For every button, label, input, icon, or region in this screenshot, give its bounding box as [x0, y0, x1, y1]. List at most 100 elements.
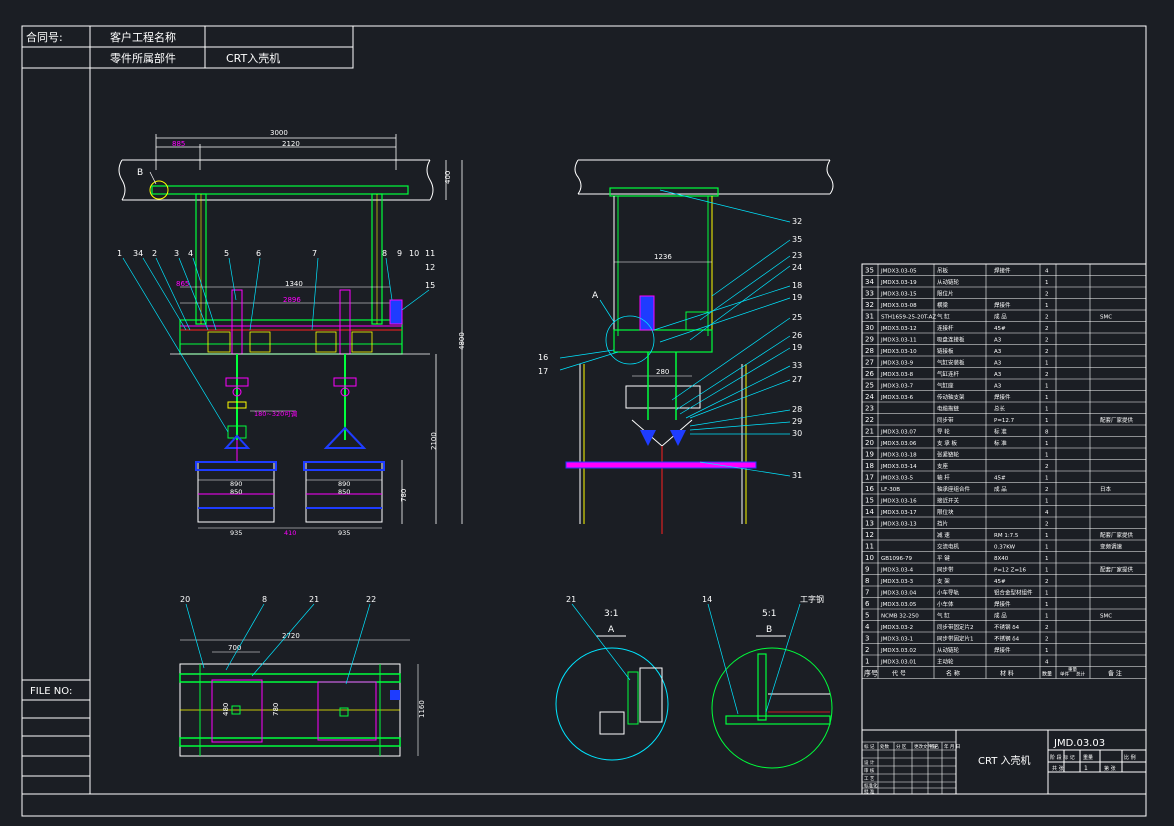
balloon-side-24: 24 [792, 263, 802, 272]
balloon-front-3: 3 [174, 249, 179, 258]
bom-cell-no: 10 [865, 554, 874, 562]
stage-label: 阶 段 标 记 [1050, 754, 1075, 761]
bom-cell-code: JMDX3.03-1 [880, 637, 913, 643]
bom-cell-code: JMDX3.03.04 [880, 591, 917, 597]
title-block-label: 标准化 [864, 782, 878, 789]
marker-b: B [137, 168, 143, 178]
bom-cell-qty: 1 [1045, 602, 1049, 608]
bom-cell-name: 电缆拖链 [937, 405, 960, 413]
bom-cell-name: 同步带固定片1 [937, 635, 974, 643]
bom-cell-spec: 焊接件 [994, 600, 1011, 608]
bom-cell-spec: 成 品 [994, 485, 1007, 493]
bom-cell-code: JMDX3.03-08 [880, 303, 917, 309]
bom-cell-spec: RM 1:7.5 [994, 533, 1019, 539]
bom-cell-no: 25 [865, 382, 874, 390]
bom-cell-code: JMDX3.03-14 [880, 464, 917, 470]
bom-cell-no: 33 [865, 290, 874, 298]
bom-cell-no: 12 [865, 531, 874, 539]
dim-stroke: 180~320可调 [254, 409, 297, 418]
balloon-plan-21: 21 [309, 595, 319, 604]
bom-cell-note: 日本 [1100, 485, 1112, 493]
bom-cell-code: GB1096-79 [881, 556, 913, 562]
bom-header-name: 名 称 [946, 670, 960, 678]
bom-cell-code: JMDX3.03.05 [880, 602, 917, 608]
dim-w2: 850 [230, 488, 242, 496]
bom-cell-qty: 2 [1045, 579, 1049, 585]
balloon-front-11: 11 [425, 249, 435, 258]
dim-overall: 3000 [270, 129, 288, 137]
dim-w4: 850 [338, 488, 350, 496]
dim-plan-d1: 780 [272, 703, 280, 716]
bom-cell-spec: A3 [994, 372, 1002, 378]
balloon-plan-22: 22 [366, 595, 376, 604]
dim-frame-h: 780 [400, 489, 408, 502]
balloon-side-29: 29 [792, 417, 802, 426]
bom-cell-name: 支座 [937, 462, 949, 470]
weight-label: 重量 [1083, 754, 1093, 761]
bom-cell-code: JMDX3.03-9 [880, 361, 914, 367]
title-text: CRT 入壳机 [978, 754, 1031, 767]
bom-cell-name: 交流电机 [937, 543, 960, 551]
part-label: 零件所属部件 [110, 51, 176, 65]
balloon-side-28: 28 [792, 405, 802, 414]
bom-cell-qty: 1 [1045, 453, 1049, 459]
bom-cell-code: LF-30B [881, 487, 900, 493]
balloon-side-33: 33 [792, 361, 802, 370]
qty-value: 1 [1084, 765, 1088, 772]
title-block-label: 设 计 [864, 759, 875, 766]
balloon-plan-8: 8 [262, 595, 267, 604]
bom-cell-no: 18 [865, 462, 874, 470]
bom-cell-spec: 0.37KW [994, 545, 1016, 551]
bom-cell-qty: 1 [1045, 533, 1049, 539]
bom-cell-code: JMDX3.03.07 [880, 430, 917, 436]
part-value: CRT入壳机 [226, 51, 280, 65]
bom-cell-no: 6 [865, 600, 870, 608]
bom-cell-qty: 2 [1045, 326, 1049, 332]
bom-cell-code: JMDX3.03-4 [880, 568, 914, 574]
bom-header-unit_w: 单件 [1060, 671, 1069, 678]
bom-cell-spec: 45# [994, 326, 1006, 332]
balloon-front-10: 10 [409, 249, 419, 258]
bom-cell-no: 28 [865, 347, 874, 355]
bom-cell-name: 气缸连杆 [937, 370, 960, 378]
bom-cell-name: 从动链轮 [937, 278, 960, 286]
bom-cell-code: JMDX3.03-13 [880, 522, 917, 528]
balloon-side-16: 16 [538, 353, 548, 362]
bom-cell-no: 14 [865, 508, 874, 516]
sheets-label: 共 张 [1052, 765, 1064, 772]
dim-beam-h: 400 [444, 171, 452, 184]
bom-cell-no: 2 [865, 646, 869, 654]
bom-cell-no: 34 [865, 278, 874, 286]
bom-cell-name: 气 缸 [937, 612, 950, 620]
bom-cell-spec: 铝合金型材组件 [994, 589, 1033, 597]
balloon-side-19: 19 [792, 293, 802, 302]
dim-span: 2120 [282, 140, 300, 148]
header-block: 合同号: 客户工程名称 零件所属部件 CRT入壳机 [21, 25, 354, 69]
balloon-side-27: 27 [792, 375, 802, 384]
dim-w1: 890 [230, 480, 242, 488]
bom-cell-note: SMC [1100, 315, 1112, 321]
bom-cell-qty: 2 [1045, 349, 1049, 355]
customer-label: 客户工程名称 [110, 30, 176, 44]
bom-cell-spec: A3 [994, 349, 1002, 355]
balloon-side-30: 30 [792, 429, 802, 438]
bom-cell-name: 气 缸 [937, 313, 950, 321]
balloon-front-9: 9 [397, 249, 402, 258]
bom-cell-name: 传动轴支架 [937, 393, 965, 401]
detail-b-label: B [766, 625, 772, 635]
bom-cell-code: JMDX3.03-10 [880, 349, 917, 355]
bom-cell-name: 小车导轨 [937, 589, 960, 597]
bom-cell-name: 轴承座组合件 [937, 485, 971, 493]
bom-cell-no: 29 [865, 336, 874, 344]
bom-cell-name: 同步带固定片2 [937, 623, 974, 631]
file-no-block: FILE NO: [21, 679, 91, 795]
dim-b1: 935 [230, 529, 242, 537]
detail-a-label: A [608, 625, 615, 635]
bom-cell-no: 31 [865, 313, 874, 321]
balloon-front-15: 15 [425, 281, 435, 290]
bom-cell-name: 吊板 [937, 267, 949, 275]
bom-header-no: 序号 [864, 669, 878, 678]
bom-cell-name: 横梁 [937, 301, 949, 309]
balloon-front-34: 34 [133, 249, 143, 258]
detail-a-scale: 3:1 [604, 609, 618, 619]
